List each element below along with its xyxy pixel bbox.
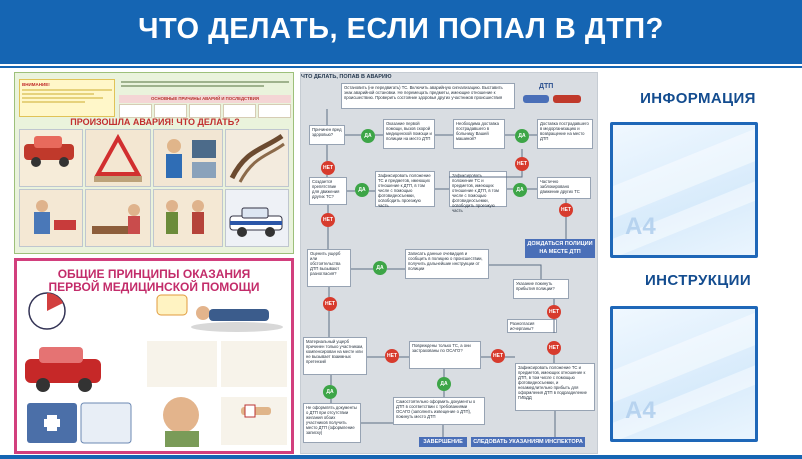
yes-material: ДА [323,385,337,399]
yes-obstacle: ДА [355,183,369,197]
page-title: ЧТО ДЕЛАТЬ, ЕСЛИ ПОПАЛ В ДТП? [138,13,664,45]
causes-banner: ОСНОВНЫЕ ПРИЧИНЫ АВАРИЙ И ПОСЛЕДСТВИЯ [119,95,291,103]
illustration-police-car [225,189,289,247]
wait-police-banner: ДОЖДАТЬСЯ ПОЛИЦИИ НА МЕСТЕ ДТП [525,239,595,258]
step-aid: Оказание первой помощи, вызов скорой мед… [383,119,435,149]
step-europrotocol: Самостоятельно оформить документы о ДТП … [393,397,485,425]
no-harm: НЕТ [321,161,335,175]
attention-note: ВНИМАНИЕ! [19,79,115,117]
header-stripe [0,66,802,68]
no-leave: НЕТ [323,297,337,311]
instructions-pocket: А4 [610,306,758,442]
illustration-tire-marks [225,129,289,187]
yes-damaged: ДА [437,377,451,391]
poster-accident: ВНИМАНИЕ! ОСНОВНЫЕ ПРИЧИНЫ АВАРИЙ И ПОСЛ… [14,72,294,254]
illustration-car [19,129,83,187]
yes-leave: ДА [373,261,387,275]
illustration-first-aid [19,189,83,247]
poster-first-aid: ОБЩИЕ ПРИНЦИПЫ ОКАЗАНИЯ ПЕРВОЙ МЕДИЦИНСК… [14,258,294,454]
stats-lines [121,79,289,91]
illustration-victim-help [85,189,151,247]
step-deliver: Доставка пострадавшего в медорганизацию … [537,119,593,149]
illustration-warning-sign [85,129,151,187]
q-obstacle: Создается препятствие для движения други… [309,177,347,205]
no-depart: НЕТ [547,305,561,319]
follow-inspector-bar: СЛЕДОВАТЬ УКАЗАНИЯМ ИНСПЕКТОРА [471,437,585,447]
info-pocket-label: А4 [625,213,656,240]
finish-bar: ЗАВЕРШЕНИЕ [419,437,467,447]
q-leave: Оценить ущерб или обстоятельства ДТП выз… [307,249,351,287]
accident-badge-label: ДТП [539,83,554,90]
yes-harm: ДА [361,129,375,143]
step-fix2: Зафиксировать положение ТС и предметов, … [449,171,507,213]
first-aid-title-line1: ОБЩИЕ ПРИНЦИПЫ ОКАЗАНИЯ [57,267,251,281]
instructions-pocket-label: А4 [625,397,656,424]
q-disagree: Разногласия исчерпаны? [507,319,557,333]
q-harm: Причинен вред здоровью? [309,125,345,145]
q-depart: Указание покинуть прибытия полиции? [513,279,569,299]
flowchart-title: ЧТО ДЕЛАТЬ, ПОПАВ В АВАРИЮ [301,74,392,80]
lying-victim-illustration [156,294,283,332]
step-fix1: Зафиксировать положение ТС и предметов, … [375,171,435,208]
step-noformal: Не оформлять документы о ДТП при отсутст… [303,403,361,443]
no-transport: НЕТ [515,157,529,171]
timer-chart [28,292,66,330]
no-obstacle: НЕТ [321,213,335,227]
first-aid-title-line2: ПЕРВОЙ МЕДИЦИНСКОЙ ПОМОЩИ [48,280,260,294]
causes-row [119,104,291,118]
bandaging-illustration [147,341,287,447]
no-damaged: НЕТ [491,349,505,363]
footer-stripe [0,455,802,459]
illustration-witnesses [153,189,223,247]
accident-flowchart: ЧТО ДЕЛАТЬ, ПОПАВ В АВАРИЮ ДТП Остановит… [300,72,598,454]
no-material: НЕТ [385,349,399,363]
yes-partial: ДА [513,183,527,197]
q-transport: Необходима доставка пострадавшего в боль… [453,119,505,149]
header-banner: ЧТО ДЕЛАТЬ, ЕСЛИ ПОПАЛ В ДТП? [0,0,802,64]
attention-note-title: ВНИМАНИЕ! [22,82,50,87]
no-partial: НЕТ [559,203,573,217]
instructions-title: ИНСТРУКЦИИ [644,272,752,289]
info-title: ИНФОРМАЦИЯ [640,90,756,107]
illustration-phone-call [153,129,223,187]
step-record: Записать данные очевидцев и сообщить в п… [405,249,489,279]
step-start: Остановить (не передвигать) ТС. Включить… [341,83,515,109]
q-material: Материальный ущерб причинен только участ… [303,337,367,375]
step-partial: Частично заблокировано движение других Т… [537,177,591,199]
poster-accident-headline: ПРОИЗОШЛА АВАРИЯ! ЧТО ДЕЛАТЬ? [70,117,240,127]
info-pocket: А4 [610,122,758,258]
yes-transport: ДА [515,129,529,143]
accident-badge: ДТП [523,83,581,103]
car-and-kit-illustration [25,347,132,444]
q-damaged: Повреждены только ТС, а они застрахованы… [409,341,481,369]
no-disagree: НЕТ [547,341,561,355]
step-fixlast: Зафиксировать положение ТС и предметов, … [515,363,595,411]
